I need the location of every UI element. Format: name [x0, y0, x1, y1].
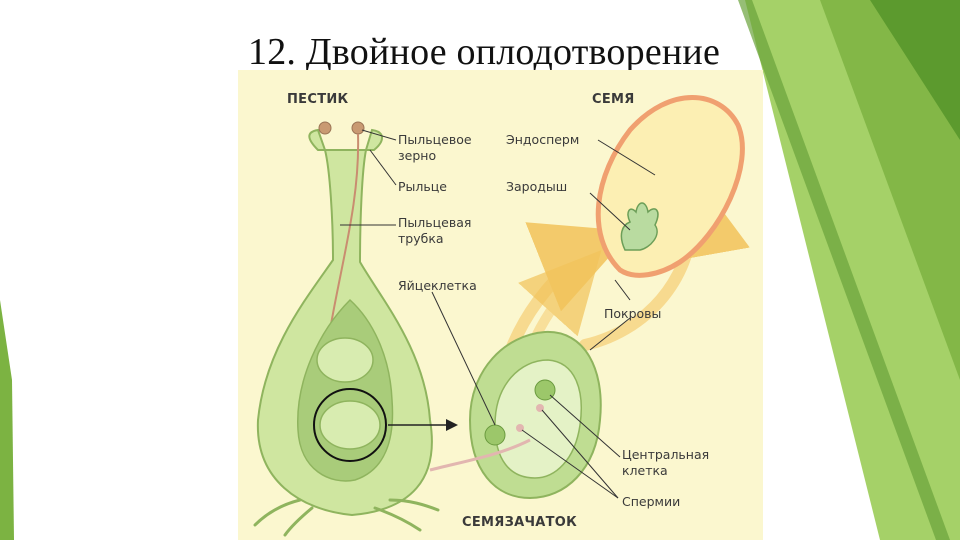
label-central-cell-line2: клетка — [622, 463, 668, 478]
pollen-grain-right — [351, 121, 365, 135]
ovule — [429, 330, 602, 500]
pollen-tube-ovule — [429, 438, 531, 472]
pollen-grain-left — [318, 121, 332, 135]
label-endosperm: Эндосперм — [506, 132, 580, 147]
label-central-cell-line1: Центральная — [622, 447, 710, 462]
heading-pistil: ПЕСТИК — [287, 92, 349, 107]
pistil — [253, 121, 458, 537]
heading-seed: СЕМЯ — [592, 92, 635, 107]
embryo-sac — [494, 359, 582, 479]
decor-band-left — [0, 300, 14, 540]
pistil-roots — [253, 498, 440, 537]
label-pollen-grain-line1: Пыльцевое — [398, 132, 472, 147]
leader-egg-cell — [431, 291, 496, 426]
label-pollen-tube-line1: Пыльцевая — [398, 215, 472, 230]
leader-central-cell — [549, 394, 621, 458]
egg-cell — [484, 424, 506, 446]
label-embryo: Зародыш — [506, 179, 568, 194]
leader-integuments — [614, 279, 631, 301]
label-pollen-tube-line2: трубка — [398, 231, 444, 246]
leader-endosperm — [597, 139, 656, 176]
leader-sperm-2 — [541, 409, 619, 499]
heading-ovule: СЕМЯЗАЧАТОК — [462, 515, 578, 530]
leader-lines — [340, 129, 656, 499]
ovule-small-upper — [316, 337, 374, 383]
leader-embryo — [589, 192, 631, 231]
decor-band-right-mid — [820, 0, 960, 380]
label-integuments: Покровы — [604, 306, 662, 321]
decor-band-right-dark — [870, 0, 960, 140]
decor-band-right-thin — [738, 0, 950, 540]
seed-coat — [595, 95, 745, 278]
leader-integuments-2 — [589, 317, 631, 351]
label-sperm: Спермии — [622, 494, 681, 509]
leader-sperm-1 — [521, 429, 619, 499]
leader-pollen-grain — [361, 129, 397, 141]
label-stigma: Рыльце — [398, 179, 447, 194]
magnify-circle — [313, 388, 387, 462]
seed — [595, 95, 745, 278]
leader-stigma — [369, 149, 397, 186]
ovule-small-lower — [319, 400, 381, 450]
label-egg-cell: Яйцеклетка — [398, 278, 477, 293]
slide-title: 12. Двойное оплодотворение — [248, 31, 721, 73]
embryo-shape — [620, 202, 659, 251]
label-pollen-grain-line2: зерно — [398, 148, 437, 163]
